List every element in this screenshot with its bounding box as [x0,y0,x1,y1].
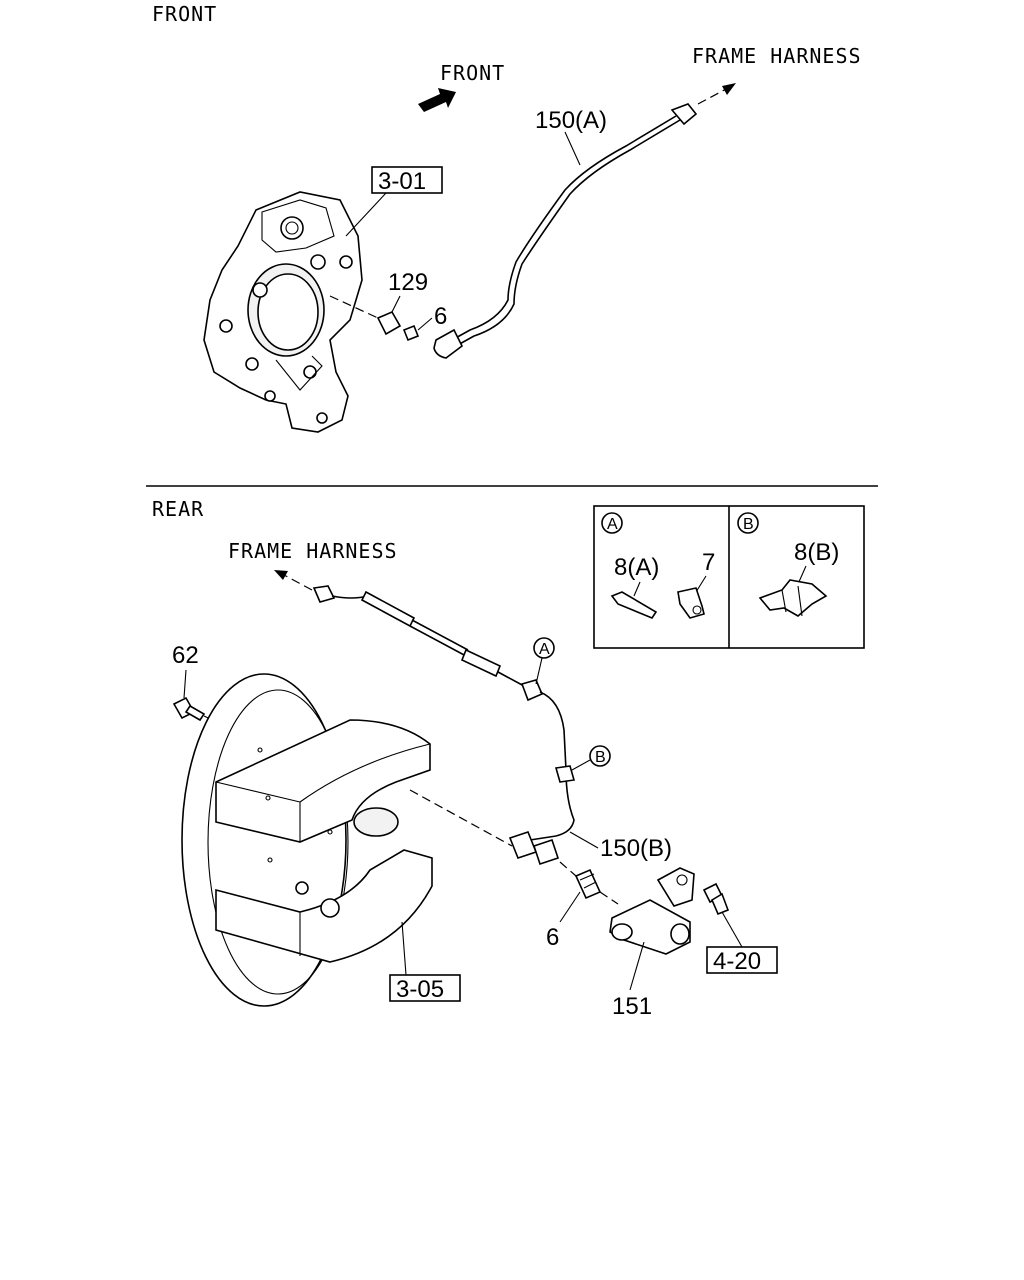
rear-section-title: REAR [152,497,204,521]
detail-marker-a-icon [601,512,623,534]
detail-clip-8a-leader [633,581,641,597]
ref-3-01: 3-01 [378,168,426,195]
front-section-title: FRONT [152,2,217,26]
marker-b-icon [589,745,611,767]
rear-bracket-151 [609,867,695,955]
rear-bolt-62 [172,696,206,722]
marker-a-leader [535,657,543,685]
detail-marker-a: A [607,516,618,533]
callout-129: 129 [388,269,428,296]
rear-frame-harness-label: FRAME HARNESS [228,539,398,563]
ref-4-20: 4-20 [713,948,761,975]
detail-clip-8b-label: 8(B) [794,539,839,566]
marker-a: A [539,641,550,658]
callout-6-front: 6 [434,303,447,330]
front-direction-label: FRONT [440,61,505,85]
marker-b: B [595,749,606,766]
callout-6-front-leader [417,317,433,331]
ref-4-20-leader [721,911,743,948]
detail-clip-8a [610,591,658,619]
callout-62-leader [183,669,187,699]
detail-grommet-7-label: 7 [702,549,715,576]
callout-150a-leader [564,131,581,166]
callout-151: 151 [612,993,652,1020]
front-harness-arrow-icon [697,83,736,105]
ref-3-05: 3-05 [396,976,444,1003]
rear-sleeve-6 [574,868,602,900]
callout-151-leader [629,941,645,991]
front-sleeve-6 [402,324,420,342]
front-direction-arrow-icon [418,88,456,112]
ref-box-3-01 [371,166,443,194]
detail-grommet-7-leader [695,575,707,593]
rear-sensor-axis [409,789,513,847]
rear-bracket-axis [599,891,619,905]
front-center-line [329,295,379,319]
rear-brake-drum [181,673,433,1007]
callout-62: 62 [172,642,199,669]
ref-box-3-05 [389,974,461,1002]
callout-150a: 150(A) [535,107,607,134]
front-backplate [203,191,363,433]
ref-3-05-leader [401,921,407,976]
detail-box [593,505,865,649]
front-spacer-129 [376,310,402,336]
detail-clip-8b [758,579,828,617]
callout-6-rear: 6 [546,924,559,951]
callout-150b-leader [569,831,599,849]
callout-6-rear-leader [559,891,581,923]
front-sensor-cable [433,103,698,359]
marker-b-leader [571,759,591,771]
detail-marker-b-icon [737,512,759,534]
front-frame-harness-label: FRAME HARNESS [692,44,862,68]
rear-harness-arrow-icon [274,570,313,591]
callout-150b: 150(B) [600,835,672,862]
marker-a-icon [533,637,555,659]
ref-box-4-20 [706,946,778,974]
ref-3-01-leader [345,192,387,237]
detail-grommet-7 [677,587,705,619]
detail-marker-b: B [743,516,754,533]
rear-sensor-cable [312,585,576,866]
detail-clip-8a-label: 8(A) [614,554,659,581]
rear-bracket-bolt [702,882,730,916]
rear-sleeve-axis [559,861,577,877]
callout-129-leader [391,295,401,313]
